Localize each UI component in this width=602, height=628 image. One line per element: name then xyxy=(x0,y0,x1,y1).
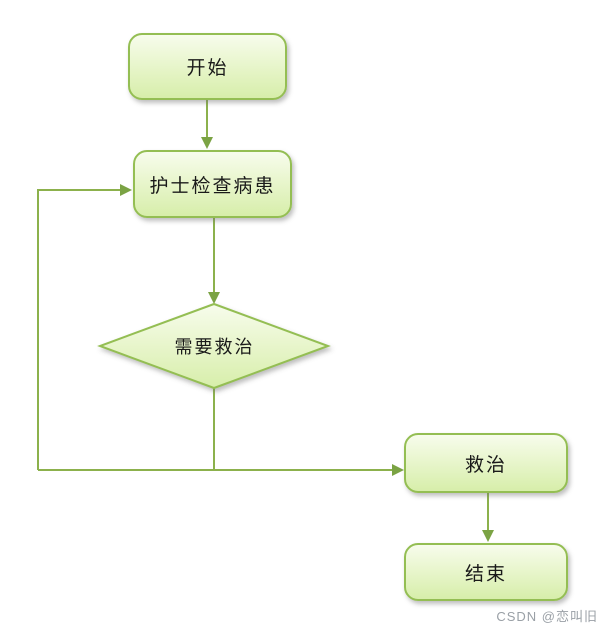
arrowhead-decision-top-icon xyxy=(208,292,220,304)
node-end-label: 结束 xyxy=(464,563,507,585)
node-nurse-check-label: 护士检查病患 xyxy=(149,175,276,197)
csdn-watermark: CSDN @恋叫旧 xyxy=(496,609,598,624)
arrowhead-check-left-icon xyxy=(120,184,132,196)
node-nurse-check: 护士检查病患 xyxy=(133,150,292,218)
node-treat: 救治 xyxy=(404,433,568,493)
arrowhead-end-top-icon xyxy=(482,530,494,542)
node-end: 结束 xyxy=(404,543,568,601)
arrowhead-treat-left-icon xyxy=(392,464,404,476)
node-start: 开始 xyxy=(128,33,287,100)
node-decision-shape xyxy=(97,302,331,390)
node-treat-label: 救治 xyxy=(464,454,507,476)
arrowhead-check-top-icon xyxy=(201,137,213,149)
node-start-label: 开始 xyxy=(186,58,229,79)
